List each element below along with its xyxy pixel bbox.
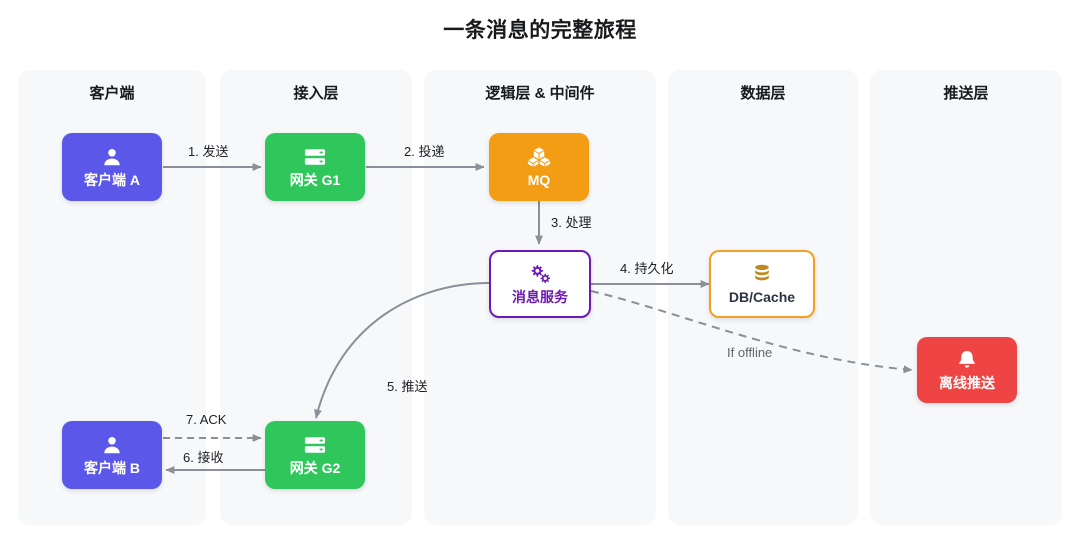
server-icon (303, 433, 327, 457)
node-offline-push[interactable]: 离线推送 (917, 337, 1017, 403)
server-icon (303, 145, 327, 169)
bell-icon (956, 348, 978, 372)
node-msg-service[interactable]: 消息服务 (489, 250, 591, 318)
gears-icon (527, 262, 553, 286)
node-label-gateway-g1: 网关 G1 (289, 172, 341, 189)
cubes-icon (527, 145, 551, 169)
node-label-mq: MQ (527, 172, 551, 189)
edge-label-1-send: 1. 发送 (188, 144, 229, 159)
node-label-db-cache: DB/Cache (728, 289, 796, 306)
lane-title-client: 客户端 (89, 85, 135, 102)
edge-label-4-persist: 4. 持久化 (620, 261, 674, 276)
node-label-offline-push: 离线推送 (939, 375, 995, 392)
lane-title-access: 接入层 (293, 85, 339, 102)
edge-label-5-push: 5. 推送 (387, 379, 428, 394)
node-label-gateway-g2: 网关 G2 (289, 460, 341, 477)
edge-label-7-ack: 7. ACK (186, 412, 227, 427)
lane-push: 推送层 (870, 70, 1062, 525)
edge-label-if-offline: If offline (727, 345, 773, 360)
database-icon (751, 262, 773, 286)
user-icon (101, 145, 123, 169)
edge-label-3-process: 3. 处理 (551, 215, 592, 230)
node-client-b[interactable]: 客户端 B (62, 421, 162, 489)
edge-label-6-receive: 6. 接收 (183, 450, 224, 465)
node-label-client-a: 客户端 A (84, 172, 140, 189)
lane-title-push: 推送层 (943, 85, 989, 102)
node-client-a[interactable]: 客户端 A (62, 133, 162, 201)
node-gateway-g1[interactable]: 网关 G1 (265, 133, 365, 201)
page-title: 一条消息的完整旅程 (443, 19, 637, 42)
node-label-client-b: 客户端 B (84, 460, 140, 477)
node-gateway-g2[interactable]: 网关 G2 (265, 421, 365, 489)
node-label-msg-service: 消息服务 (512, 289, 568, 306)
edge-label-2-deliver: 2. 投递 (404, 144, 445, 159)
user-icon (101, 433, 123, 457)
lane-title-logic: 逻辑层 & 中间件 (485, 85, 595, 102)
node-db-cache[interactable]: DB/Cache (709, 250, 815, 318)
lane-title-data: 数据层 (740, 85, 786, 102)
node-mq[interactable]: MQ (489, 133, 589, 201)
